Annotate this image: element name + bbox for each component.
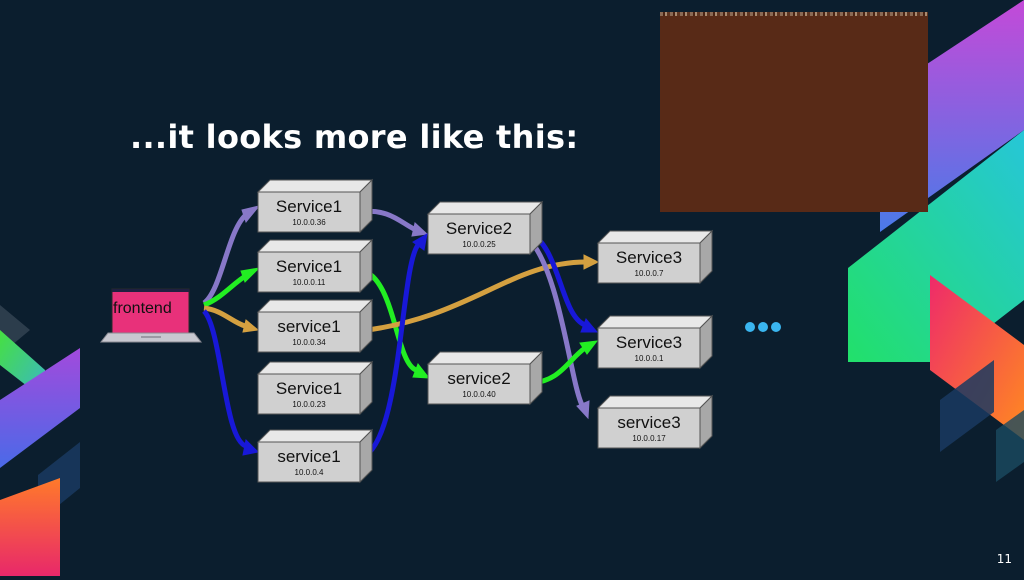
service-box-s1d[interactable]: Service1 10.0.0.23 bbox=[256, 360, 374, 416]
service-box-front bbox=[597, 242, 701, 284]
service-ip: 10.0.0.7 bbox=[635, 269, 664, 278]
brown-image-placeholder bbox=[660, 12, 928, 212]
frontend-laptop[interactable]: frontend bbox=[99, 288, 203, 343]
page-number: 11 bbox=[996, 552, 1012, 566]
frontend-label: frontend bbox=[113, 300, 172, 317]
service-box-s1e[interactable]: service1 10.0.0.4 bbox=[256, 428, 374, 484]
service-box-front bbox=[597, 327, 701, 369]
brown-image-top-strip bbox=[660, 12, 928, 16]
decor-left-orange bbox=[0, 478, 60, 576]
service-box-front bbox=[257, 251, 361, 293]
service-name: Service3 bbox=[616, 333, 682, 352]
connection-frontend-to-s1a bbox=[202, 205, 261, 306]
service-box-top bbox=[256, 429, 374, 443]
service-boxes: Service110.0.0.36Service110.0.0.11servic… bbox=[256, 178, 714, 484]
service-box-front bbox=[427, 363, 531, 405]
service-name: Service3 bbox=[616, 248, 682, 267]
service-box-top bbox=[256, 239, 374, 253]
service-box-top bbox=[596, 395, 714, 409]
service-ip: 10.0.0.23 bbox=[292, 400, 326, 409]
service-box-top bbox=[256, 299, 374, 313]
laptop-trackpad bbox=[141, 336, 161, 338]
service-ip: 10.0.0.25 bbox=[462, 240, 496, 249]
decor-right-pink bbox=[930, 275, 1024, 440]
connection-s1e-to-s2a bbox=[358, 233, 428, 461]
service-box-front bbox=[257, 373, 361, 415]
service-box-s3b[interactable]: Service3 10.0.0.1 bbox=[596, 314, 714, 370]
service-box-s2b[interactable]: service2 10.0.0.40 bbox=[426, 350, 544, 406]
service-box-front bbox=[597, 407, 701, 449]
more-services-ellipsis bbox=[745, 322, 781, 332]
service-ip: 10.0.0.1 bbox=[635, 354, 664, 363]
service-name: Service2 bbox=[446, 219, 512, 238]
service-ip: 10.0.0.17 bbox=[632, 434, 666, 443]
decor-right-teal bbox=[996, 410, 1024, 482]
laptop-screen-top-bar bbox=[112, 289, 189, 292]
service-name: service1 bbox=[277, 447, 340, 466]
service-name: Service1 bbox=[276, 197, 342, 216]
service-name: Service1 bbox=[276, 379, 342, 398]
service-box-top bbox=[596, 315, 714, 329]
service-box-top bbox=[426, 201, 544, 215]
service-box-s1a[interactable]: Service1 10.0.0.36 bbox=[256, 178, 374, 234]
service-ip: 10.0.0.11 bbox=[293, 278, 326, 287]
decor-right-navy bbox=[940, 360, 994, 452]
connection-frontend-to-s1c bbox=[203, 305, 260, 333]
service-ip: 10.0.0.34 bbox=[292, 338, 326, 347]
connection-s1c-to-s3a bbox=[359, 254, 600, 334]
service-box-front bbox=[257, 441, 361, 483]
service-box-top bbox=[426, 351, 544, 365]
service-name: service2 bbox=[447, 369, 510, 388]
connection-frontend-to-s1e bbox=[201, 309, 260, 456]
decor-left-purple bbox=[0, 348, 80, 468]
service-ip: 10.0.0.40 bbox=[462, 390, 496, 399]
decor-left bbox=[0, 305, 80, 576]
connection-frontend-to-s1b bbox=[203, 267, 261, 308]
service-box-s2a[interactable]: Service2 10.0.0.25 bbox=[426, 200, 544, 256]
service-box-top bbox=[256, 179, 374, 193]
service-box-s3a[interactable]: Service3 10.0.0.7 bbox=[596, 229, 714, 285]
service-box-s1b[interactable]: Service1 10.0.0.11 bbox=[256, 238, 374, 294]
service-box-front bbox=[257, 191, 361, 233]
service-ip: 10.0.0.4 bbox=[295, 468, 324, 477]
service-ip: 10.0.0.36 bbox=[292, 218, 326, 227]
service-name: service1 bbox=[277, 317, 340, 336]
connection-s2a-to-s3c bbox=[526, 236, 590, 420]
decor-right-green bbox=[848, 130, 1024, 362]
service-name: Service1 bbox=[276, 257, 342, 276]
service-box-top bbox=[596, 230, 714, 244]
service-name: service3 bbox=[617, 413, 680, 432]
slide-title: ...it looks more like this: bbox=[130, 118, 579, 156]
service-box-s1c[interactable]: service1 10.0.0.34 bbox=[256, 298, 374, 354]
service-box-top bbox=[256, 361, 374, 375]
service-box-front bbox=[427, 213, 531, 255]
service-box-front bbox=[257, 311, 361, 353]
service-box-s3c[interactable]: service3 10.0.0.17 bbox=[596, 394, 714, 450]
